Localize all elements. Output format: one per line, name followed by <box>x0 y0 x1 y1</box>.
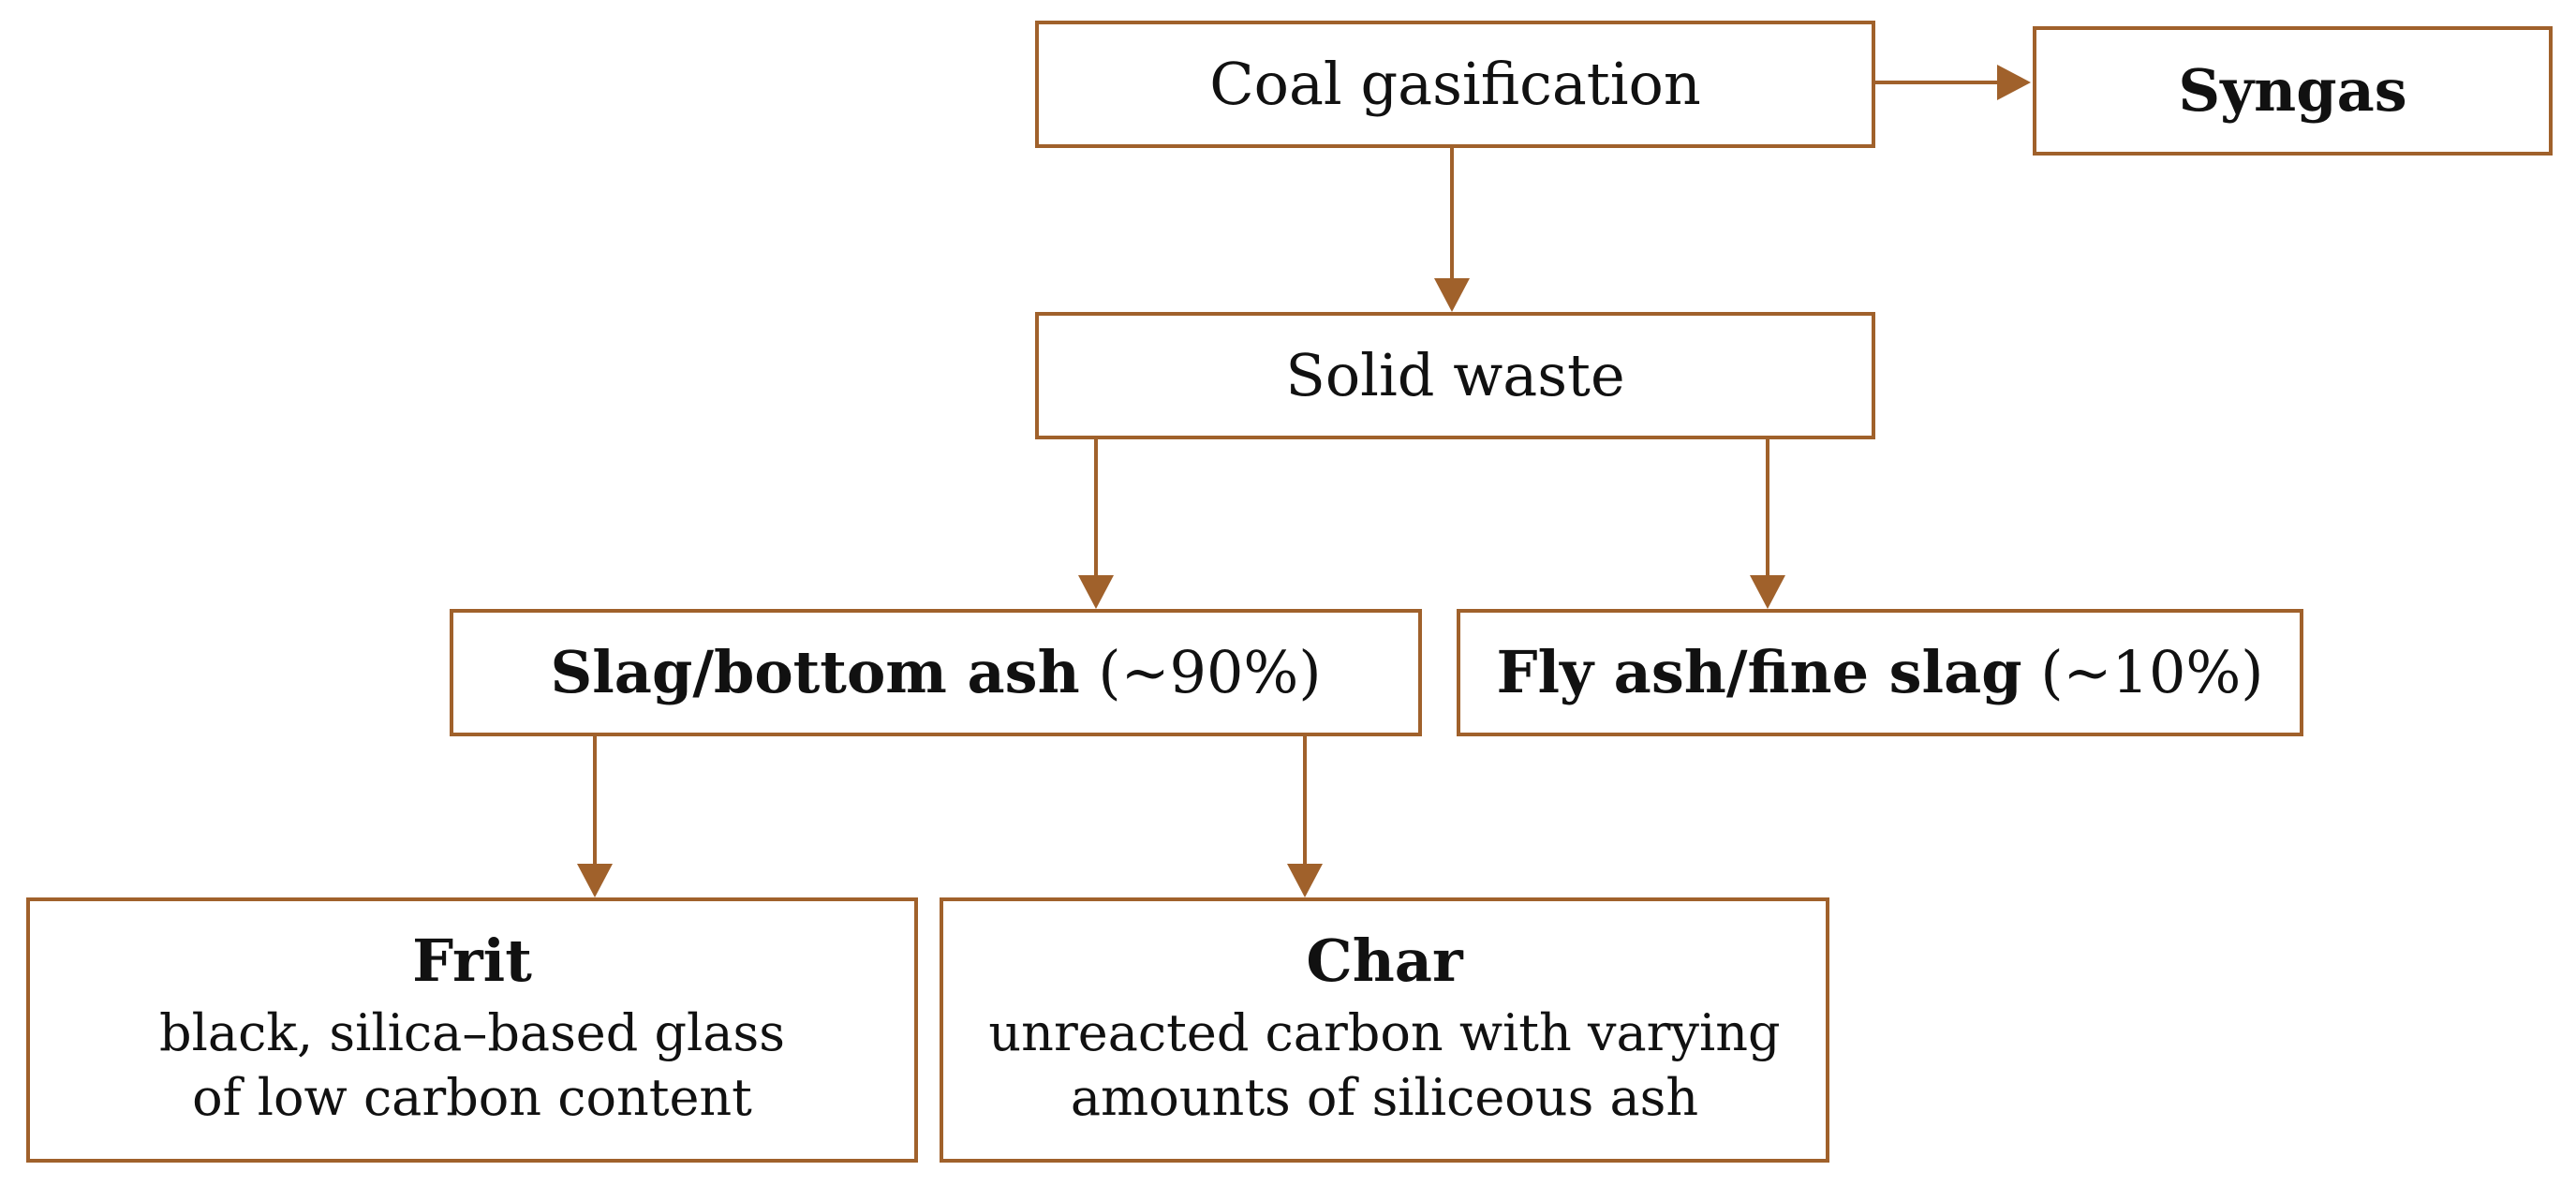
arrow-slag-to-frit-head <box>577 864 613 897</box>
node-frit: Frit black, silica–based glass of low ca… <box>26 897 918 1163</box>
node-solid-waste: Solid waste <box>1035 312 1875 439</box>
node-char: Char unreacted carbon with varying amoun… <box>940 897 1829 1163</box>
char-title: Char <box>1306 926 1463 995</box>
arrow-slag-to-char-head <box>1287 864 1323 897</box>
arrow-solid-to-slag-head <box>1078 575 1114 609</box>
node-fly-ash-fine-slag: Fly ash/fine slag (~10%) <box>1457 609 2303 736</box>
fly-share: (~10%) <box>2040 638 2264 706</box>
arrow-coal-to-solid <box>1434 148 1470 312</box>
arrow-coal-to-solid-head <box>1434 278 1470 312</box>
slag-label: Slag/bottom ash <box>550 638 1080 706</box>
node-slag-bottom-ash: Slag/bottom ash (~90%) <box>450 609 1422 736</box>
slag-share: (~90%) <box>1098 638 1322 706</box>
frit-title: Frit <box>412 926 532 995</box>
char-description-line-2: amounts of siliceous ash <box>1070 1068 1699 1128</box>
arrow-solid-to-fly <box>1750 439 1785 609</box>
node-syngas: Syngas <box>2033 26 2553 156</box>
arrow-coal-to-syngas-head <box>1997 65 2031 100</box>
solid-waste-label: Solid waste <box>1285 341 1625 409</box>
slag-text: Slag/bottom ash (~90%) <box>550 644 1321 702</box>
frit-description-line-1: black, silica–based glass <box>159 1002 785 1062</box>
fly-text: Fly ash/fine slag (~10%) <box>1496 644 2263 702</box>
arrow-solid-to-fly-head <box>1750 575 1785 609</box>
node-coal-gasification: Coal gasification <box>1035 21 1875 148</box>
arrow-solid-to-slag <box>1078 439 1114 609</box>
coal-gasification-label: Coal gasification <box>1209 50 1701 118</box>
fly-label: Fly ash/fine slag <box>1496 638 2022 706</box>
arrow-coal-to-syngas <box>1875 65 2031 100</box>
arrow-slag-to-frit <box>577 736 613 897</box>
syngas-label: Syngas <box>2178 56 2407 125</box>
char-description-line-1: unreacted carbon with varying <box>988 1002 1781 1062</box>
frit-description-line-2: of low carbon content <box>192 1068 752 1128</box>
arrow-slag-to-char <box>1287 736 1323 897</box>
